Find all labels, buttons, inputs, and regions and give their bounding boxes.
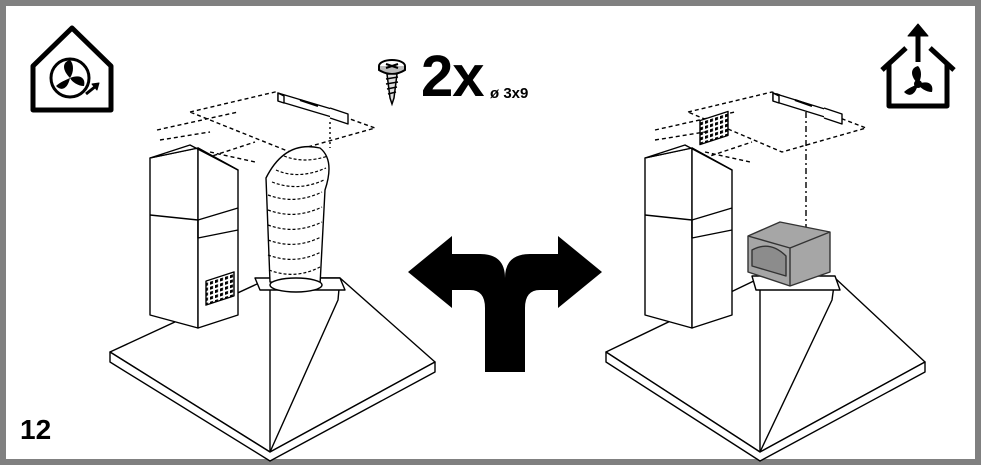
choice-arrow-icon bbox=[408, 236, 602, 372]
screw-quantity: 2x bbox=[421, 44, 485, 109]
screw-icon bbox=[378, 59, 406, 107]
recirculation-mode-icon bbox=[30, 25, 114, 113]
extraction-mode-icon bbox=[880, 23, 956, 109]
hood-left bbox=[109, 91, 436, 462]
step-number: 12 bbox=[20, 414, 52, 445]
screw-size: ø 3x9 bbox=[490, 85, 529, 102]
hood-right bbox=[605, 91, 926, 462]
